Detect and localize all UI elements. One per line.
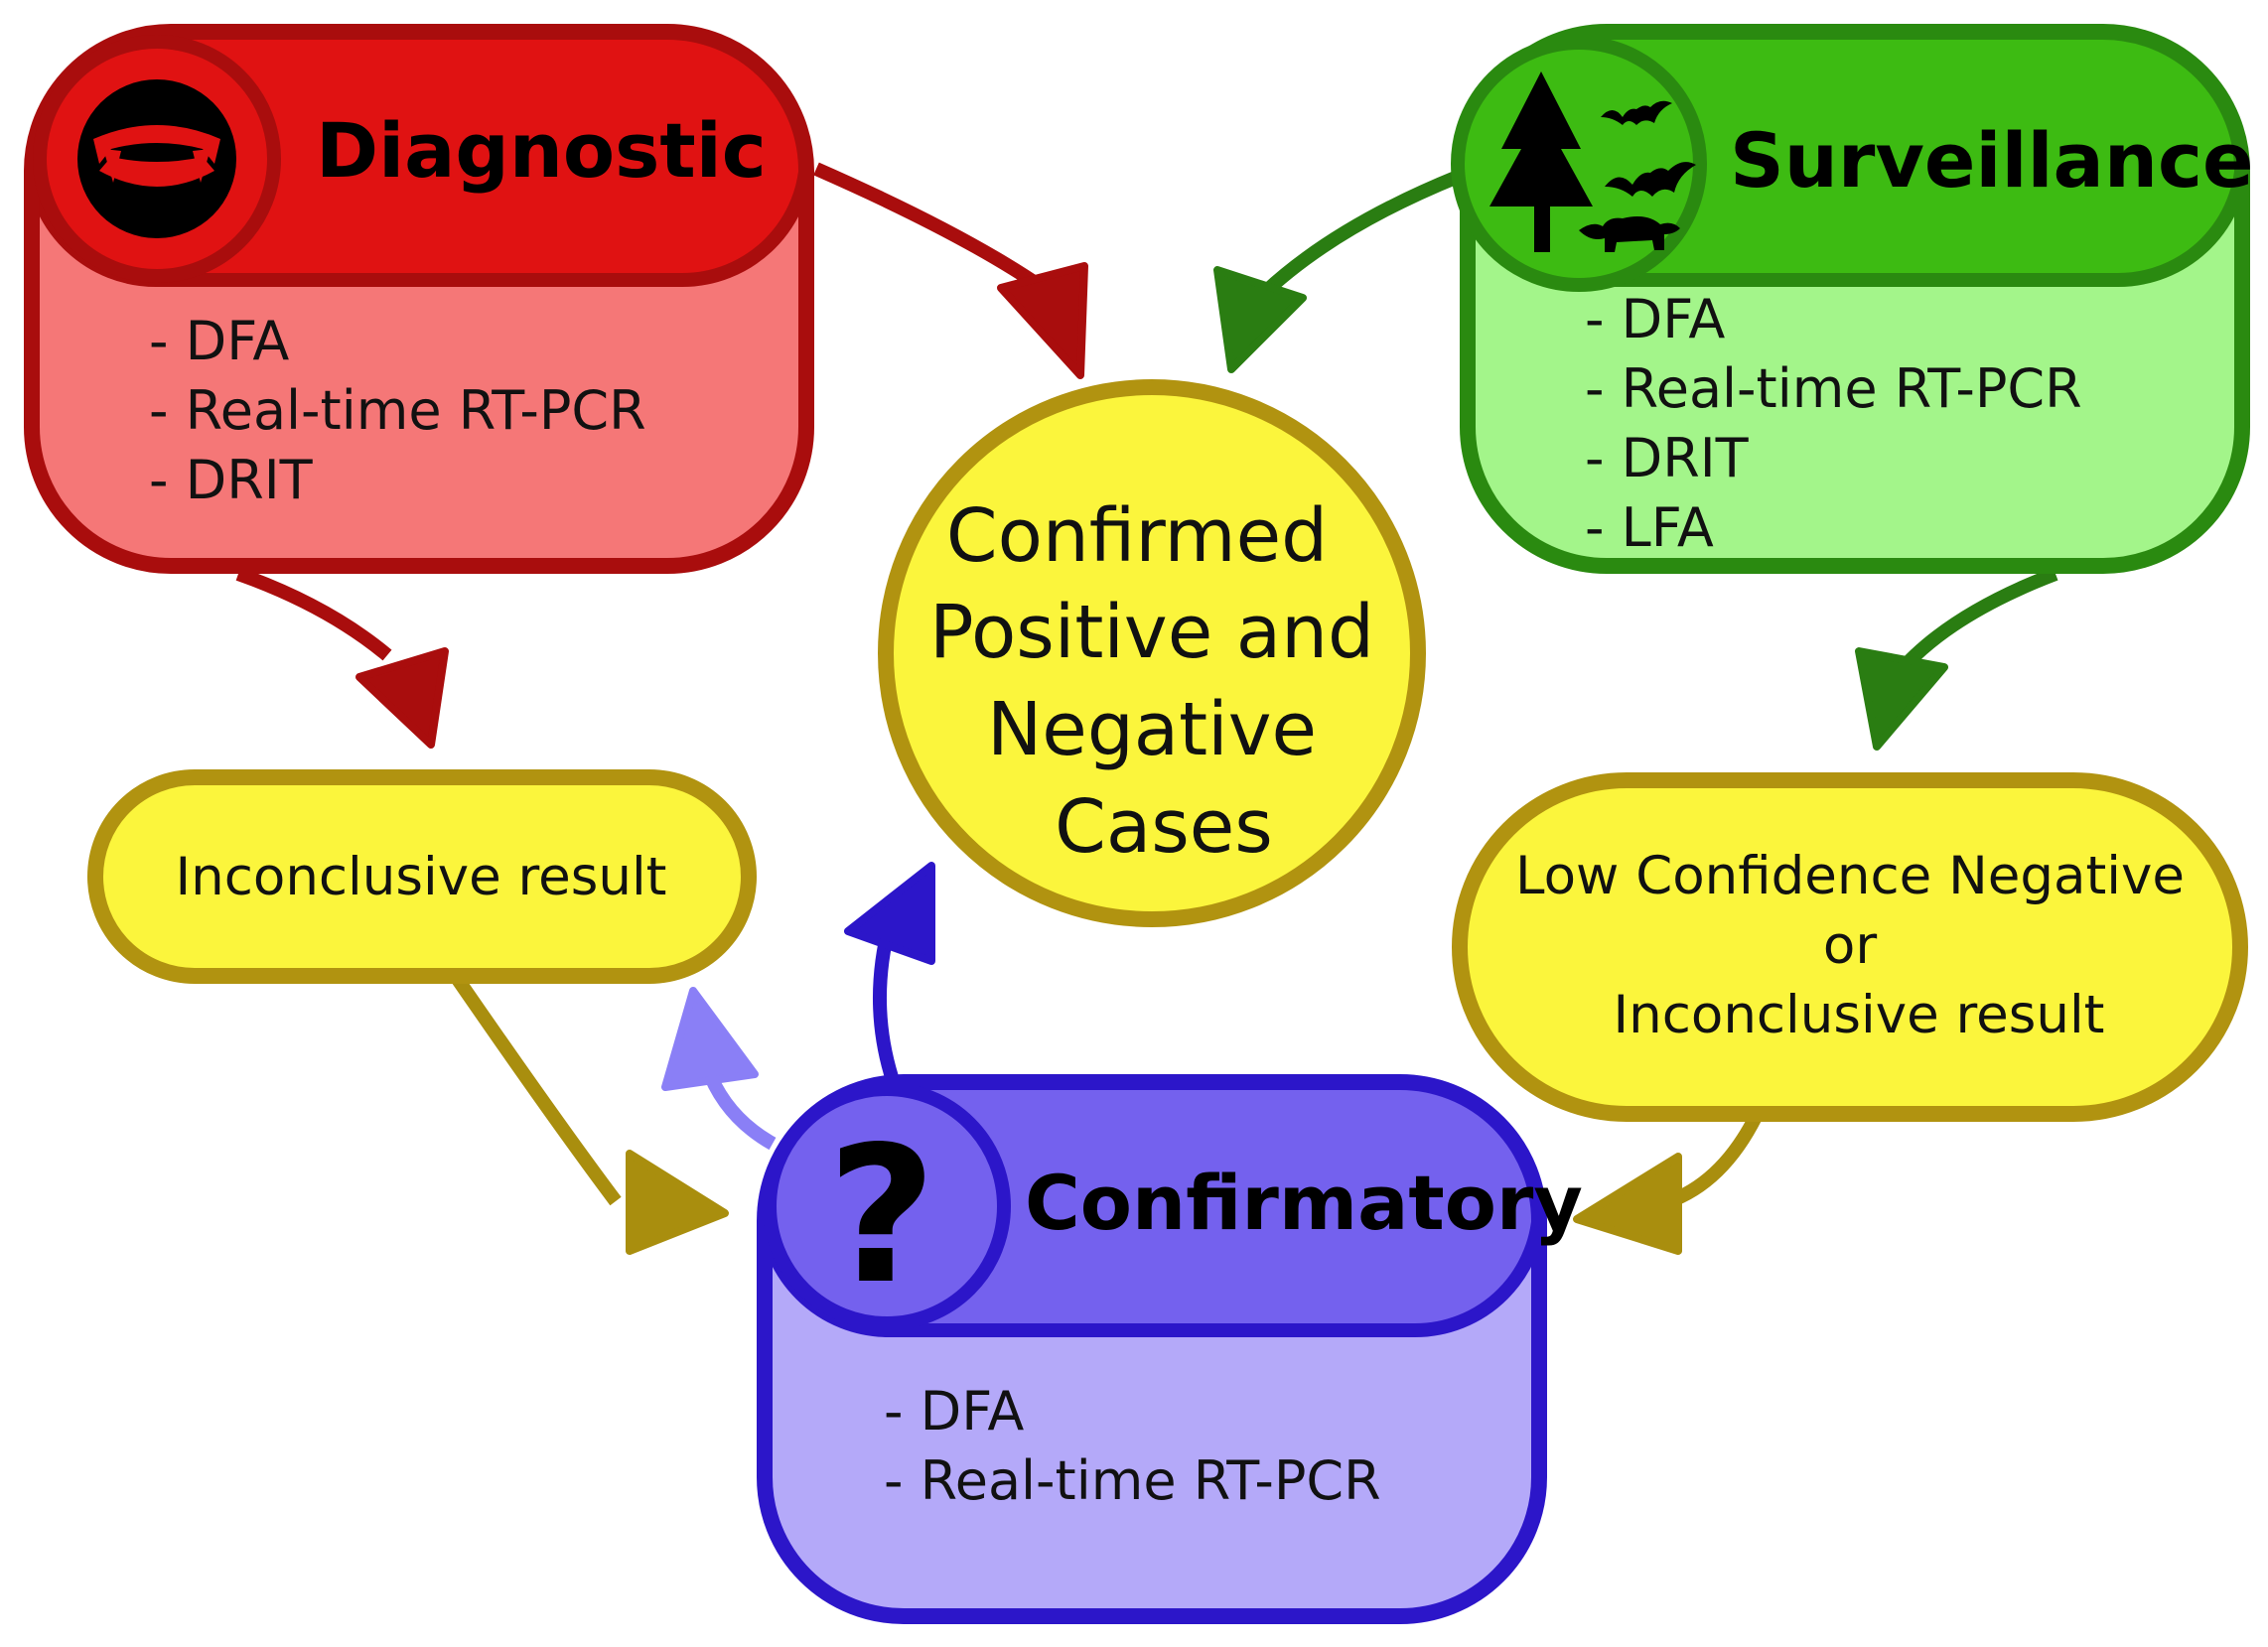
diagnostic-item: - Real-time RT-PCR [149, 379, 646, 442]
arrowhead-lowconf-to-confirmatory [1573, 1153, 1682, 1255]
arrow-diagnostic-to-center [813, 162, 1047, 294]
inconclusive-result-label: Inconclusive result [176, 847, 667, 907]
wildlife-icon [1489, 71, 1696, 252]
surveillance-item: - DRIT [1585, 427, 1750, 489]
surveillance-item: - DFA [1585, 288, 1725, 350]
bat-icon [1605, 162, 1696, 197]
diagnostic-item: - DRIT [149, 449, 314, 511]
arrowhead-surveillance-to-lowconf [1855, 647, 1948, 751]
confirmatory-item: - Real-time RT-PCR [884, 1449, 1381, 1512]
arrowhead-inconclusive-to-confirmatory [626, 1150, 729, 1255]
diagnostic-title: Diagnostic [316, 106, 767, 195]
confirmatory-item: - DFA [884, 1380, 1024, 1442]
question-mark-icon: ? [827, 1106, 936, 1325]
surveillance-box: Surveillance - DFA - Real-time RT-PCR - … [1451, 24, 2254, 574]
arrow-surveillance-to-center [1254, 170, 1461, 304]
surveillance-item: - LFA [1585, 496, 1714, 559]
ferret-icon [1579, 216, 1680, 252]
surveillance-item: - Real-time RT-PCR [1585, 357, 2082, 420]
low-confidence-line: or [1823, 915, 1877, 976]
confirmed-cases-node: Confirmed Positive and Negative Cases [878, 379, 1426, 927]
confirmed-cases-line: Positive and [929, 590, 1374, 675]
confirmed-cases-circle [878, 379, 1426, 927]
low-confidence-node: Low Confidence Negative or Inconclusive … [1452, 772, 2248, 1122]
arrowhead-confirmatory-to-center [844, 862, 935, 965]
bat-icon [1601, 100, 1672, 125]
arrow-inconclusive-to-confirmatory [451, 974, 622, 1206]
confirmatory-box: ? Confirmatory - DFA - Real-time RT-PCR [757, 1074, 1583, 1624]
arrow-diagnostic-to-inconclusive [235, 567, 392, 661]
tree-icon [1489, 71, 1593, 206]
confirmatory-title: Confirmatory [1025, 1159, 1583, 1247]
arrowhead-diagnostic-to-center [997, 262, 1088, 379]
arrowhead-surveillance-to-center [1213, 266, 1307, 373]
arrowhead-diagnostic-to-inconclusive [355, 647, 449, 749]
fangs-icon [77, 79, 236, 238]
confirmed-cases-line: Cases [1055, 784, 1273, 870]
confirmatory-icon-ring [763, 1082, 1011, 1330]
arrows [235, 162, 2058, 1255]
diagnostic-box: Diagnostic - DFA - Real-time RT-PCR - DR… [24, 24, 814, 574]
low-confidence-line: Inconclusive result [1614, 985, 2105, 1045]
diagnostic-item: - DFA [149, 310, 289, 372]
low-confidence-line: Low Confidence Negative [1515, 846, 2185, 906]
surveillance-title: Surveillance [1730, 116, 2254, 205]
arrowhead-confirmatory-to-inconclusive [661, 987, 759, 1091]
inconclusive-result-node: Inconclusive result [87, 769, 757, 984]
confirmed-cases-line: Negative [987, 687, 1317, 772]
confirmed-cases-line: Confirmed [946, 493, 1328, 579]
